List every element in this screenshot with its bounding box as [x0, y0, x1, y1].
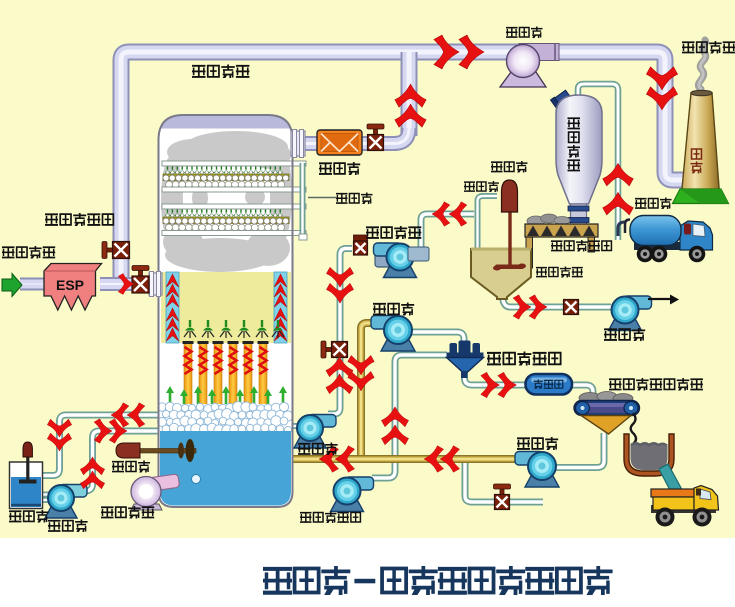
svg-text:ESP: ESP: [56, 277, 84, 293]
